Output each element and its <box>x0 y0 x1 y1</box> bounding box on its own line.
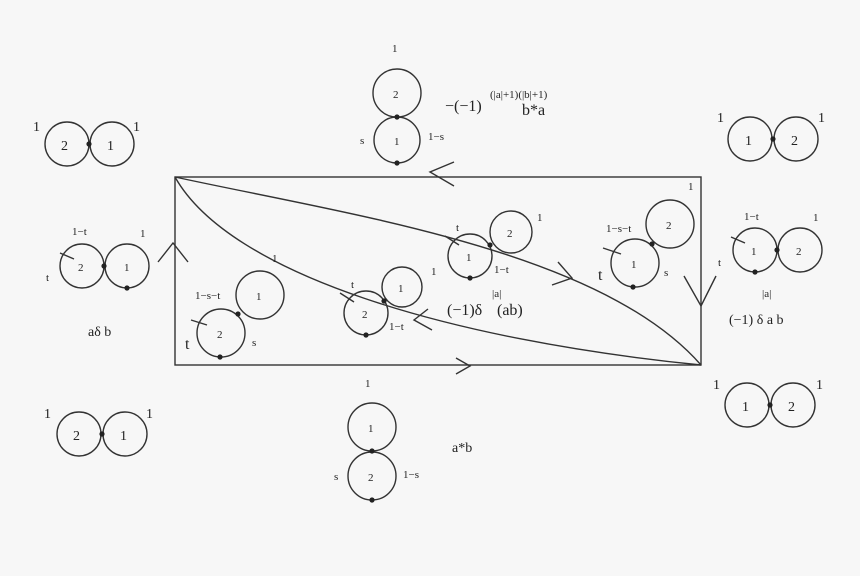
label-two: 2 <box>217 329 223 341</box>
figure-inner-left: 1 1−s−t 1 2 t s <box>185 253 285 360</box>
label-one-minus-t: 1−t <box>389 321 404 333</box>
figure-inner-center: t 1 2 1 1−t <box>339 266 437 338</box>
label-one: 1 <box>751 246 757 258</box>
label-one: 1 <box>818 111 825 126</box>
label-one: 1 <box>745 134 752 149</box>
label-one-minus-t: 1−t <box>494 264 509 276</box>
formula-left: aδ b <box>88 325 111 340</box>
label-s: s <box>252 337 256 349</box>
formula-top-prefix: −(−1) <box>445 98 482 115</box>
label-one: 1 <box>146 407 153 422</box>
label-one: 1 <box>394 136 400 148</box>
label-one-minus-t: 1−t <box>744 211 759 223</box>
formula-top-word: b*a <box>522 102 545 119</box>
label-one: 1 <box>107 139 114 154</box>
label-s: s <box>664 267 668 279</box>
arrow-upper-curve <box>551 261 574 286</box>
figure-top-right: 1 1 1 2 <box>717 111 825 162</box>
formula-top-exponent: (|a|+1)(|b|+1) <box>490 89 548 101</box>
label-two: 2 <box>78 262 84 274</box>
label-two: 2 <box>507 228 513 240</box>
figure-bottom-left: 1 1 2 1 <box>44 407 153 457</box>
label-one: 1 <box>44 407 51 422</box>
label-one: 1 <box>133 120 140 135</box>
figure-top-left: 1 1 2 1 <box>33 120 140 167</box>
label-one: 1 <box>398 283 404 295</box>
label-t: t <box>46 272 49 284</box>
label-one: 1 <box>392 43 398 55</box>
figure-inner-upper: t 1 1 2 1−t <box>444 210 543 281</box>
label-one: 1 <box>124 262 130 274</box>
label-two: 2 <box>73 429 80 444</box>
upper-curve <box>174 176 702 366</box>
figure-top: 1 2 1 s 1−s <box>360 43 444 166</box>
label-one-minus-s: 1−s <box>403 469 419 481</box>
label-t: t <box>598 267 603 284</box>
formula-right-word: (−1) δ a b <box>729 313 784 328</box>
formula-right-exponent: |a| <box>762 288 771 300</box>
formula-center-prefix: (−1)δ <box>447 302 482 319</box>
label-two: 2 <box>362 309 368 321</box>
formula-right: |a| (−1) δ a b <box>729 288 784 328</box>
label-t: t <box>718 257 721 269</box>
formula-top: −(−1) (|a|+1)(|b|+1) b*a <box>445 89 548 119</box>
label-one-minus-t: 1−t <box>72 226 87 238</box>
arrow-bottom-right <box>455 357 472 375</box>
formula-center: |a| (−1)δ (ab) <box>447 288 523 319</box>
label-one-minus-s-minus-t: 1−s−t <box>195 290 220 302</box>
label-two: 2 <box>796 246 802 258</box>
label-one: 1 <box>365 378 371 390</box>
label-s: s <box>360 135 364 147</box>
arrow-lower-curve <box>412 308 433 331</box>
label-one: 1 <box>431 266 437 278</box>
label-two: 2 <box>368 472 374 484</box>
label-one: 1 <box>717 111 724 126</box>
label-one: 1 <box>256 291 262 303</box>
label-t: t <box>456 222 459 234</box>
formula-center-exponent: |a| <box>492 288 501 300</box>
label-one: 1 <box>713 378 720 393</box>
formula-center-word: (ab) <box>497 302 523 319</box>
label-two: 2 <box>666 220 672 232</box>
label-one: 1 <box>368 423 374 435</box>
arrow-left-up <box>157 241 189 263</box>
label-one: 1 <box>466 252 472 264</box>
figure-right-middle: 1−t 1 t 1 2 <box>718 211 823 275</box>
label-one: 1 <box>816 378 823 393</box>
label-two: 2 <box>393 89 399 101</box>
label-two: 2 <box>61 139 68 154</box>
label-two: 2 <box>791 134 798 149</box>
label-one: 1 <box>33 120 40 135</box>
label-one-minus-s: 1−s <box>428 131 444 143</box>
label-two: 2 <box>788 400 795 415</box>
label-one: 1 <box>742 400 749 415</box>
lower-curve <box>174 176 702 366</box>
label-one: 1 <box>120 429 127 444</box>
label-one: 1 <box>813 212 819 224</box>
arrow-right-down <box>683 275 717 308</box>
label-one: 1 <box>688 181 694 193</box>
formula-bottom: a*b <box>452 441 472 456</box>
figure-bottom-right: 1 1 1 2 <box>713 378 823 428</box>
label-t: t <box>185 336 190 353</box>
figure-left-middle: 1−t 1 t 2 1 <box>46 226 150 291</box>
label-one: 1 <box>631 259 637 271</box>
label-t: t <box>351 279 354 291</box>
label-one: 1 <box>140 228 146 240</box>
label-s: s <box>334 471 338 483</box>
label-one: 1 <box>272 253 278 265</box>
label-one-minus-s-minus-t: 1−s−t <box>606 223 631 235</box>
label-one: 1 <box>537 212 543 224</box>
figure-bottom: 1 1 2 s 1−s <box>334 378 419 503</box>
arrow-top-left <box>428 161 455 187</box>
figure-inner-right: 1 1−s−t 2 1 t s <box>598 181 695 290</box>
